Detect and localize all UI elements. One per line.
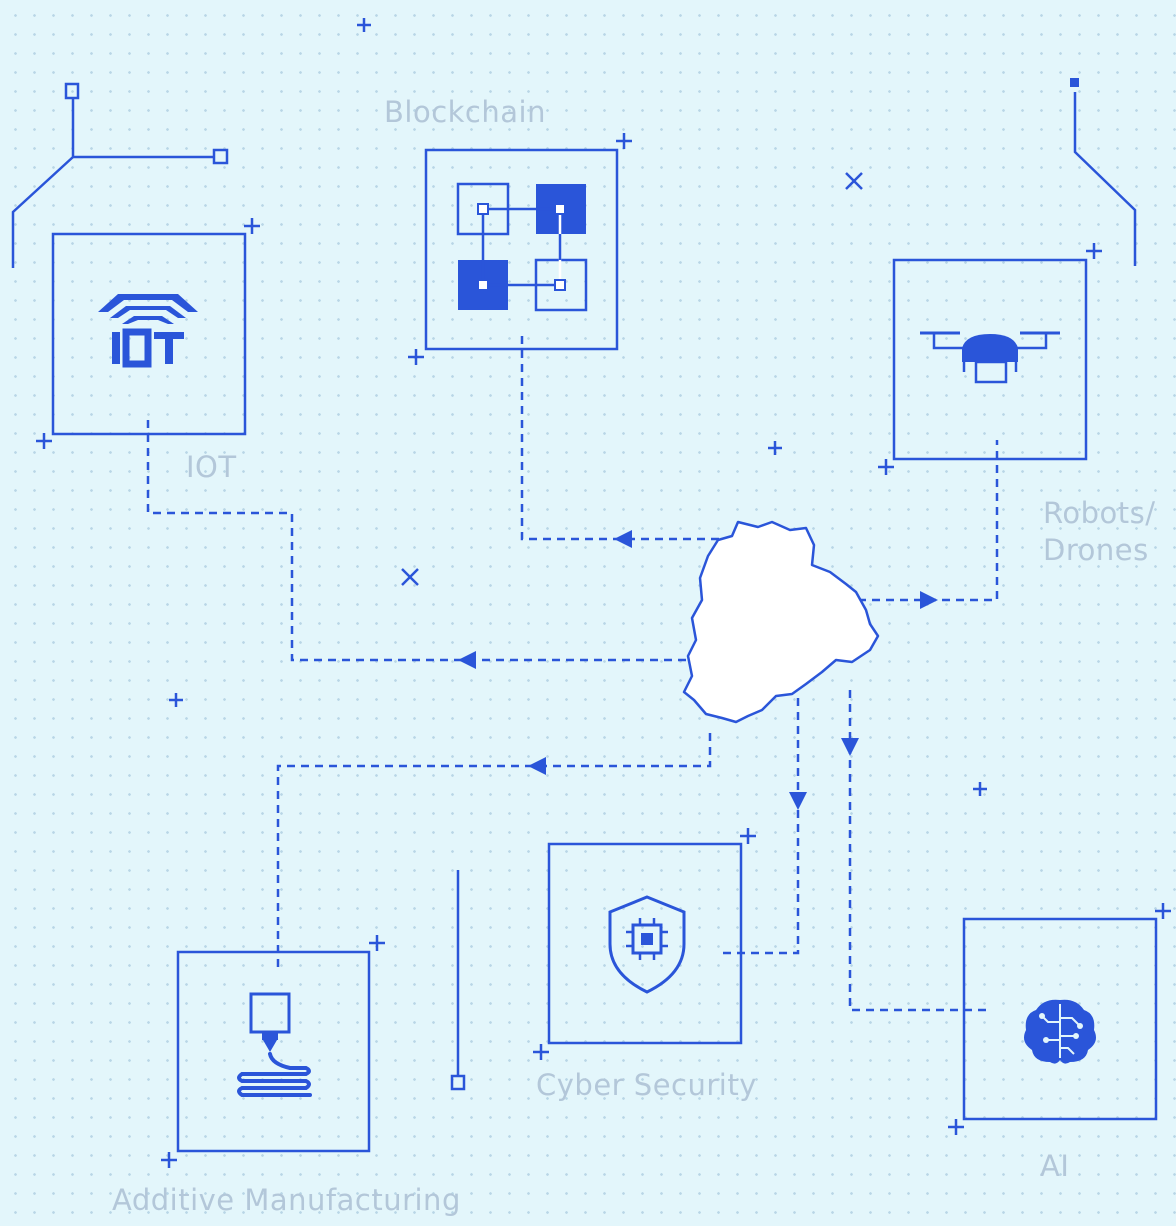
shield-chip-icon [608,895,686,994]
arrow-blockchain [614,530,632,548]
connector-iot [146,420,686,662]
ai-box [962,917,1158,1121]
connectors [146,336,999,1012]
state-map-icon [682,520,880,724]
node-ai [962,917,1158,1121]
arrow-ai [841,738,859,756]
blockchain-box [424,148,619,351]
node-iot [51,232,247,436]
connector-ai [848,690,990,1012]
blockchain-icon [456,182,588,312]
blockchain-label: Blockchain [384,95,546,129]
robots-label-line1: Robots/ [1043,496,1156,530]
iot-box [51,232,247,436]
circuit-trace-top-right [1070,78,1137,266]
robots-box [892,258,1088,461]
additive-label: Additive Manufacturing [112,1183,461,1217]
node-cyber [547,842,743,1045]
connector-robots [858,440,999,602]
arrow-iot [458,651,476,669]
ai-label: AI [1040,1149,1070,1183]
connector-blockchain [520,336,726,541]
node-robots [892,258,1088,461]
iot-icon [98,294,198,368]
iot-label: IOT [186,450,237,484]
cyber-box [547,842,743,1045]
cyber-label: Cyber Security [536,1068,757,1102]
arrow-additive [528,757,546,775]
3d-printer-icon [237,992,312,1097]
circuit-trace-bottom [450,870,466,1091]
drone-icon [920,331,1060,384]
brain-circuit-icon [1024,999,1096,1064]
robots-label-line2: Drones [1043,533,1149,567]
circuit-trace-top-left [11,82,229,268]
node-blockchain [424,148,619,351]
connector-additive [276,733,712,968]
additive-box [176,950,371,1153]
arrow-robots [920,591,938,609]
arrow-cyber [789,792,807,810]
connector-cyber [718,698,800,955]
node-additive [176,950,371,1153]
decorative-marks [36,18,1171,1168]
